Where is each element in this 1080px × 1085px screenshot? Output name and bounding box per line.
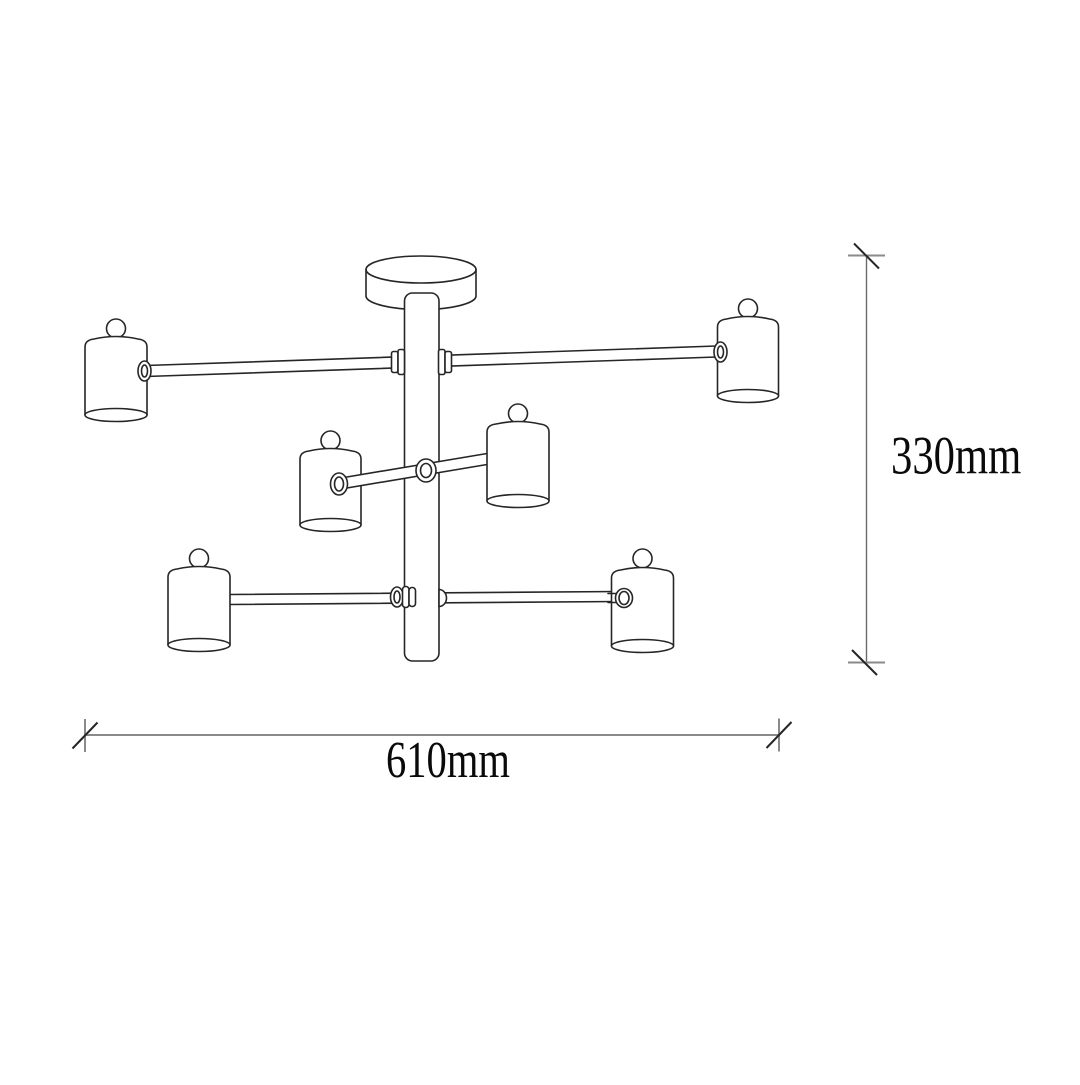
- shade-rim: [84, 407, 148, 423]
- shade-bottom-right: [607, 548, 675, 654]
- bulb-knob: [737, 298, 759, 319]
- shade-rim: [167, 637, 231, 653]
- shade-middle-right: [486, 403, 550, 509]
- bulb-knob: [188, 548, 210, 569]
- width-tick-right: [765, 721, 793, 749]
- width-tick-left: [71, 721, 99, 750]
- top-arm-left-cap: [137, 360, 152, 382]
- shade-rim: [716, 388, 780, 404]
- height-dimension: 330mm: [848, 242, 1021, 676]
- bulb-knob: [320, 430, 341, 451]
- middle-arm: [337, 452, 491, 491]
- width-dimension: 610mm: [71, 718, 793, 789]
- middle-arm-column-ring: [415, 458, 437, 483]
- shade-top-right: [716, 298, 780, 404]
- height-tick-top: [853, 242, 880, 270]
- top-arm-collars: [390, 348, 453, 376]
- bottom-arm-left-coupler: [389, 585, 417, 609]
- shade-rim: [610, 638, 675, 654]
- bulb-knob: [632, 548, 653, 569]
- bulb-knob: [507, 403, 529, 424]
- shade-top-left: [84, 318, 148, 423]
- shade-rim: [486, 493, 550, 509]
- height-tick-bottom: [851, 649, 878, 676]
- bottom-arm-right-cap: [614, 587, 634, 609]
- shade-rim: [299, 517, 362, 533]
- bottom-arm-right-coupler: [438, 588, 448, 608]
- width-label: 610mm: [386, 731, 510, 789]
- shade-bottom-left: [167, 548, 231, 653]
- height-label: 330mm: [891, 426, 1021, 486]
- canopy-top: [365, 255, 477, 284]
- top-arm-right-cap: [713, 341, 728, 363]
- bulb-knob: [105, 318, 127, 339]
- middle-arm-end-cap: [329, 472, 349, 496]
